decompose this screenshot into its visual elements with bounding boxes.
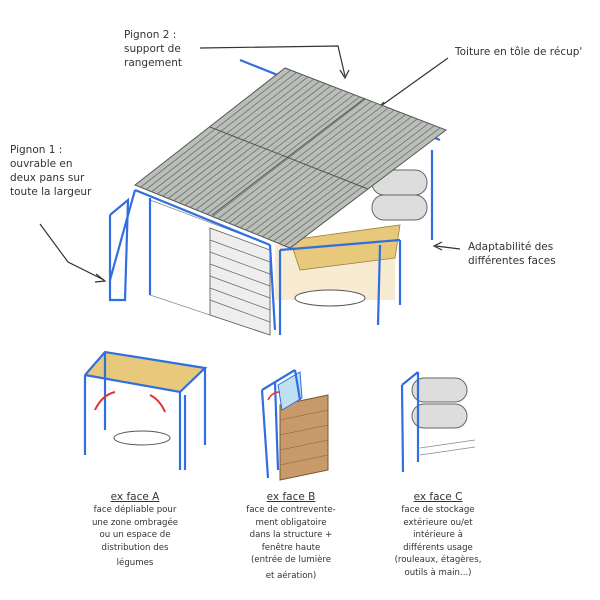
label-line: ouvrable en (10, 158, 73, 170)
caption-line: outils à main...) (404, 567, 472, 578)
caption-line: une zone ombragée (91, 517, 179, 528)
label-line: toute la largeur (10, 186, 92, 198)
caption-line: ou un espace de (99, 530, 171, 540)
caption-line: (rouleaux, étagères, (394, 555, 482, 565)
caption-line: face de stockage (401, 505, 475, 515)
caption-title: ex face C (413, 491, 463, 503)
caption-line: dans la structure + (249, 530, 333, 540)
caption-face-c: ex face C face de stockage extérieure ou… (373, 490, 503, 579)
caption-line: fenêtre haute (261, 542, 321, 553)
caption-face-a: ex face A face dépliable pour une zone o… (70, 490, 200, 570)
corrugated-roof (134, 67, 448, 249)
caption-line: distribution des (101, 542, 169, 553)
caption-line: différents usage (403, 542, 473, 553)
label-line: Pignon 2 : (124, 29, 177, 41)
caption-line: intérieure à (413, 530, 463, 540)
label-line: Adaptabilité des (468, 241, 554, 253)
caption-line: légumes (116, 558, 154, 568)
label-line: Toiture en tôle de récup' (455, 46, 583, 58)
caption-line: (entrée de lumière (250, 555, 332, 565)
label-toiture: Toiture en tôle de récup' (455, 45, 582, 59)
caption-line: et aération) (265, 570, 317, 581)
caption-title: ex face A (110, 491, 160, 503)
face-b-illustration (260, 369, 329, 481)
caption-line: face de contrevente- (246, 505, 336, 515)
label-line: rangement (124, 57, 182, 69)
label-pignon-2: Pignon 2 : support de rangement (124, 28, 182, 70)
annotation-arrows (39, 45, 461, 283)
label-line: support de (124, 43, 181, 55)
label-line: deux pans sur (10, 172, 85, 184)
label-pignon-1: Pignon 1 : ouvrable en deux pans sur tou… (10, 143, 91, 199)
label-line: différentes faces (468, 255, 556, 267)
caption-title: ex face B (266, 491, 316, 503)
label-adaptabilite: Adaptabilité des différentes faces (468, 240, 556, 268)
caption-line: extérieure ou/et (403, 517, 473, 528)
caption-face-b: ex face B face de contrevente- ment obli… (226, 490, 356, 582)
face-a-illustration (83, 350, 208, 470)
face-c-illustration (400, 371, 476, 473)
label-line: Pignon 1 : (10, 144, 63, 156)
caption-line: face dépliable pour (93, 505, 177, 515)
caption-line: ment obligatoire (255, 517, 327, 528)
